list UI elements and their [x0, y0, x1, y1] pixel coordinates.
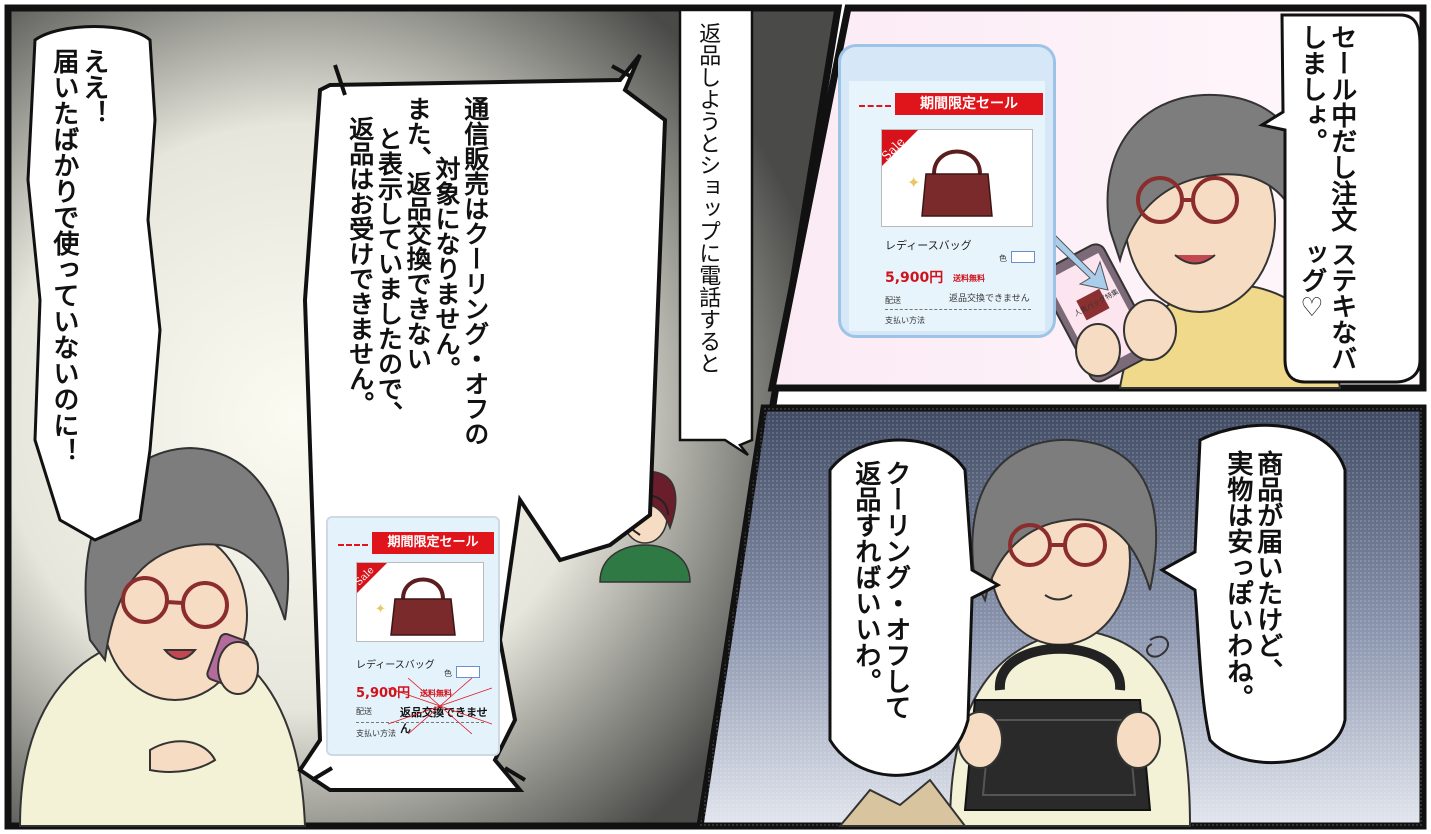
speech-line: 実物は安っぽいわね。: [1222, 450, 1253, 710]
woman-with-bag-figure: [837, 438, 1192, 827]
bottom-right-speech-2: クーリング・オフして 返品すればいいわ。: [850, 460, 911, 780]
bottom-right-balloon-1-shape: [1158, 423, 1347, 765]
price: 5,900円: [885, 270, 944, 286]
return-policy: 返品交換できません: [949, 294, 1030, 304]
color-select[interactable]: [456, 666, 480, 678]
return-policy: 返品交換できません: [400, 706, 488, 735]
price: 5,900円: [356, 686, 411, 701]
bottom-right-balloon-2-shape: [828, 438, 1002, 777]
operator-speech: 通信販売はクーリング・オフの 対象になりません。 また、返品交換できない と表示…: [345, 96, 490, 516]
bag-image: ✦: [882, 130, 993, 217]
payment-label: 支払い方法: [885, 316, 925, 325]
shipping-label: 送料無料: [420, 689, 452, 698]
product-name: レディースバッグ: [356, 660, 435, 671]
sale-banner: 期間限定セール: [372, 532, 494, 554]
speech-line: 返品はお受けできません。: [345, 116, 375, 416]
svg-text:✦: ✦: [907, 173, 920, 192]
speech-line: 商品が届いたけど、: [1252, 450, 1283, 684]
sale-banner: 期間限定セール: [895, 93, 1043, 115]
shipping-label: 送料無料: [953, 274, 985, 283]
narration-text: 返品しようとショップに電話すると: [695, 22, 721, 374]
delivery-label: 配送: [885, 296, 901, 305]
banner-dash: [338, 544, 368, 546]
speech-line: セール中だし注文しましょ。: [1296, 24, 1357, 232]
speech-line: ええ！: [78, 48, 109, 126]
bottom-right-speech-1: 商品が届いたけど、 実物は安っぽいわね。: [1222, 450, 1283, 760]
speech-line: 届いたばかりで使っていないのに！: [48, 48, 79, 464]
woman-left-balloon-shape: [26, 25, 162, 542]
payment-label: 支払い方法: [356, 729, 396, 738]
product-photo: ✦ Sale: [353, 562, 484, 642]
speech-line: クーリング・オフして: [880, 460, 911, 720]
product-card-left: 期間限定セール ✦ Sale レディースバッグ 色 5,900円 送料無料 配送…: [326, 516, 500, 756]
top-right-speech: ステキなバッグ♡ セール中だし注文しましょ。: [1296, 24, 1357, 374]
emphasis-lines: [388, 678, 492, 734]
speech-line: 対象になりません。: [432, 156, 461, 381]
speech-line: また、返品交換できない: [403, 96, 433, 371]
bag-image: ✦: [357, 563, 456, 636]
color-select[interactable]: [1011, 251, 1035, 263]
product-card-top: 期間限定セール ✦ Sale レディースバッグ 色 5,900円 送料無料 配送…: [838, 44, 1056, 338]
product-name: レディースバッグ: [885, 239, 972, 252]
narration-box-shape: [678, 8, 754, 457]
speech-line: 返品すればいいわ。: [850, 460, 881, 694]
speech-line: 通信販売はクーリング・オフの: [460, 96, 490, 446]
woman-left-speech: ええ！ 届いたばかりで使っていないのに！: [48, 48, 109, 518]
top-right-balloon-shape: [1258, 13, 1422, 384]
divider: [885, 309, 1031, 310]
speech-line: と表示していましたので、: [374, 126, 404, 426]
color-label: 色: [999, 254, 1007, 263]
banner-dash: [859, 105, 891, 107]
delivery-label: 配送: [356, 707, 372, 716]
color-label: 色: [444, 669, 452, 678]
product-photo: ✦ Sale: [879, 129, 1033, 227]
divider: [356, 722, 484, 723]
speech-line: ステキなバッグ♡: [1296, 240, 1357, 371]
svg-text:✦: ✦: [375, 602, 386, 617]
